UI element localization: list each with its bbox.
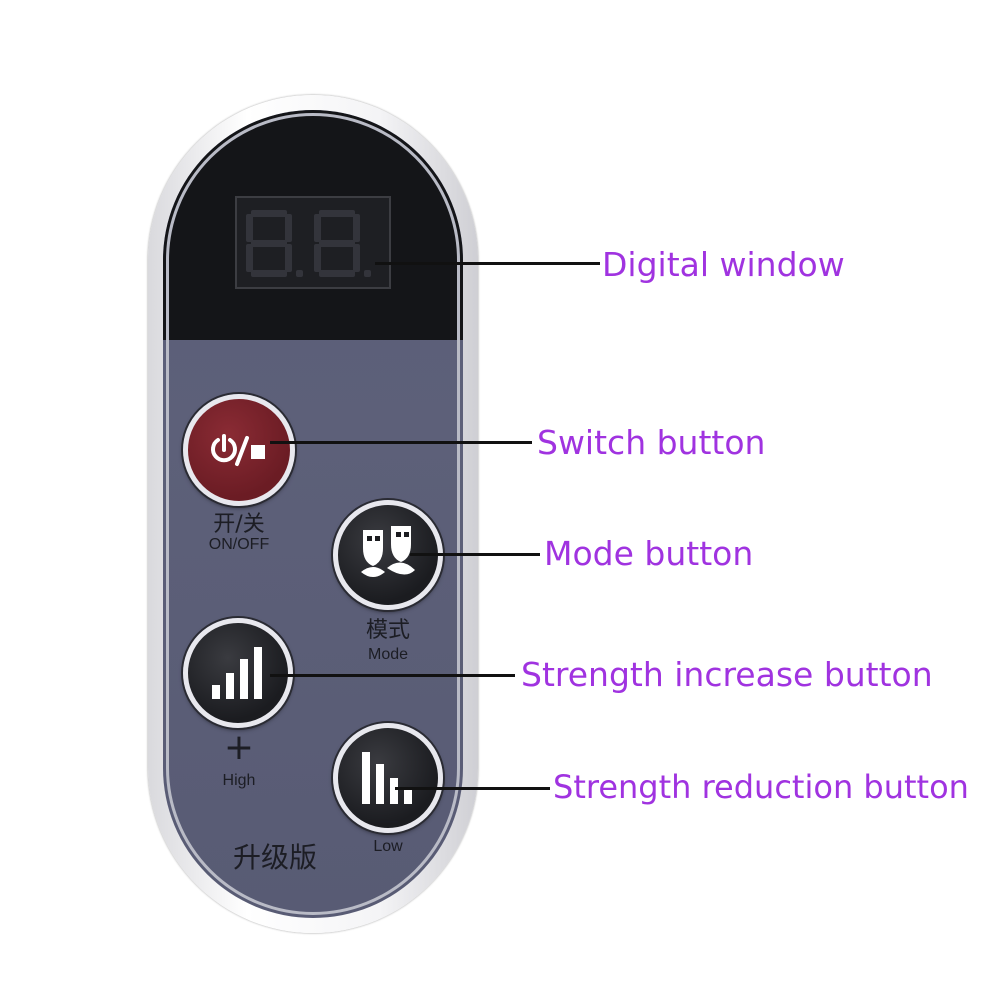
callout-strength-increase: Strength increase button bbox=[521, 655, 933, 694]
strength-reduction-button[interactable] bbox=[333, 723, 443, 833]
callout-line-switch bbox=[270, 441, 532, 444]
panel-bezel bbox=[166, 113, 460, 915]
seven-segment-display bbox=[246, 210, 371, 277]
power-toggle-icon bbox=[211, 434, 265, 466]
callout-line-digital-window bbox=[375, 262, 600, 265]
switch-button[interactable] bbox=[183, 394, 295, 506]
callout-mode-button: Mode button bbox=[544, 534, 754, 573]
callout-strength-reduction: Strength reduction button bbox=[553, 768, 969, 806]
mode-label-cn: 模式 bbox=[365, 618, 410, 643]
high-plus-symbol: + bbox=[223, 727, 255, 768]
digital-window bbox=[235, 196, 391, 289]
low-minus-symbol: — bbox=[377, 809, 399, 834]
bars-descending-icon bbox=[362, 752, 412, 804]
callout-digital-window: Digital window bbox=[602, 245, 845, 284]
mode-faces-icon bbox=[361, 526, 415, 577]
bars-ascending-icon bbox=[212, 647, 262, 699]
mode-label-en: Mode bbox=[367, 646, 409, 663]
high-label-en: High bbox=[222, 772, 256, 789]
callout-line-mode bbox=[410, 553, 540, 556]
low-label-en: Low bbox=[373, 838, 403, 855]
callout-line-reduction bbox=[395, 787, 550, 790]
switch-label-cn: 开/关 bbox=[213, 512, 265, 537]
callout-switch-button: Switch button bbox=[537, 423, 766, 462]
upgrade-version-label: 升级版 bbox=[232, 841, 317, 874]
callout-line-increase bbox=[270, 674, 515, 677]
strength-increase-button[interactable] bbox=[183, 618, 293, 728]
switch-label-en: ON/OFF bbox=[208, 536, 270, 553]
